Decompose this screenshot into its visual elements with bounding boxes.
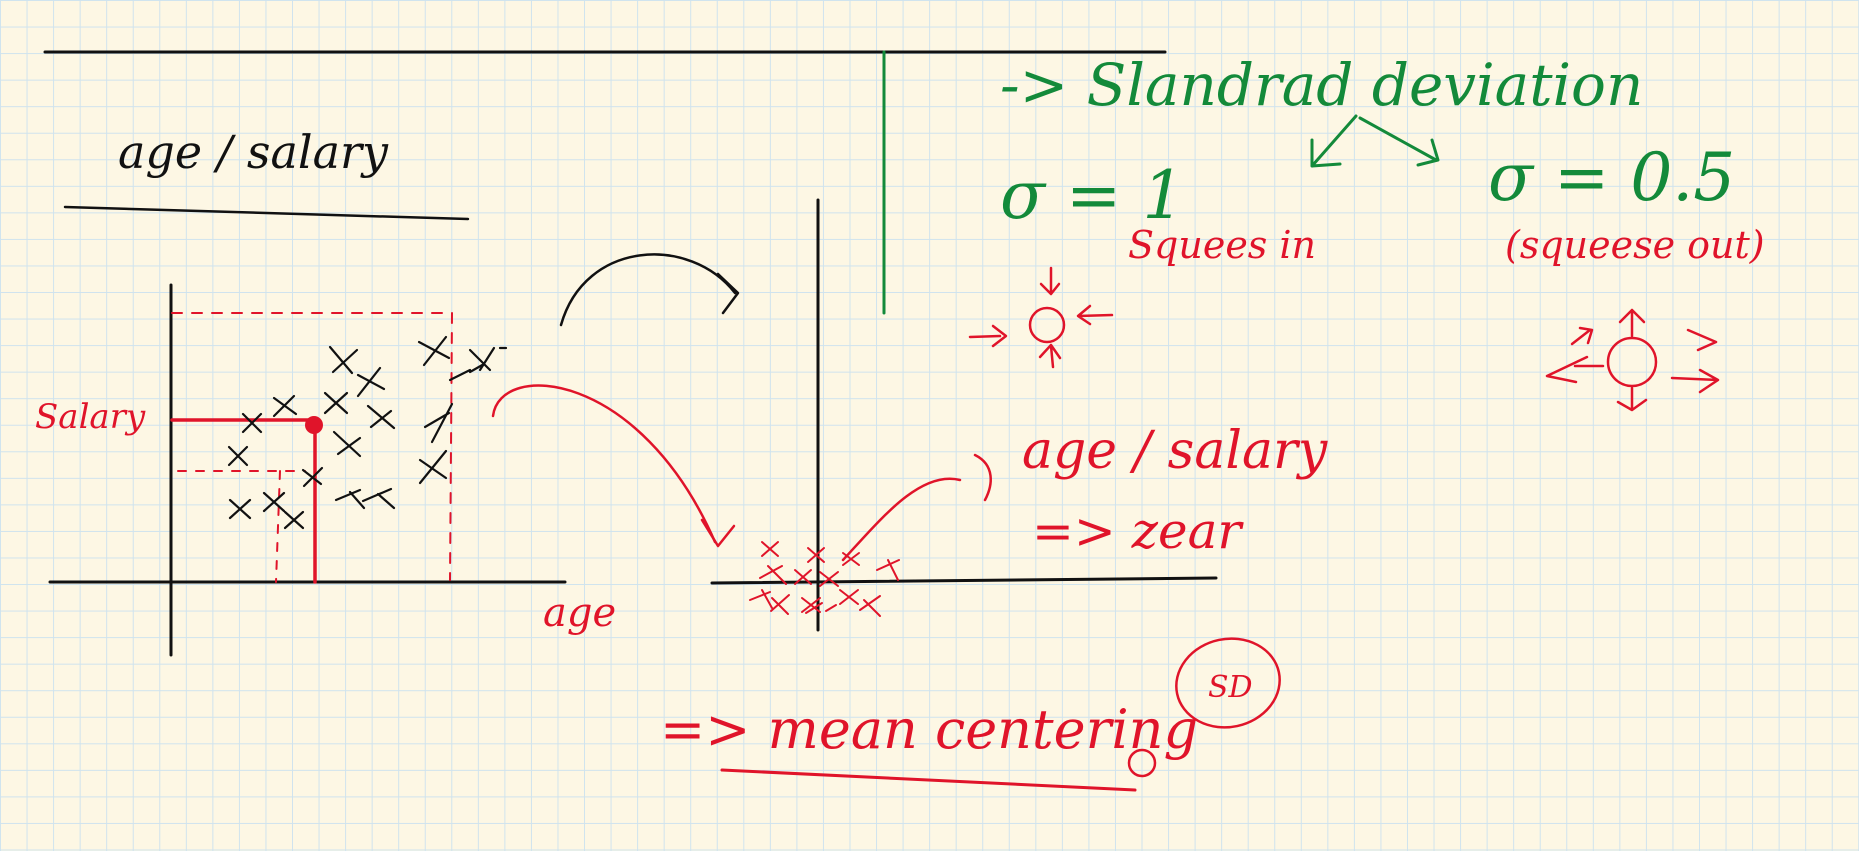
left-plot: Salary age	[35, 283, 616, 657]
data-crosses	[227, 335, 508, 530]
sd-label: SD	[1208, 670, 1253, 705]
circle-arrows-in-icon	[968, 266, 1114, 369]
squeeze-in-label: Squees in	[1128, 223, 1316, 267]
red-small-circle	[1127, 748, 1157, 778]
centered-crosses	[749, 541, 900, 617]
centered-x-axis	[710, 576, 1218, 585]
salary-axis-label: Salary	[35, 397, 146, 437]
red-curved-arrow-icon	[491, 384, 736, 548]
heading-underline	[63, 205, 470, 221]
centered-plot	[710, 198, 1218, 632]
circle-arrows-out-icon	[1545, 308, 1720, 412]
std-dev-title: -> Slandrad deviation	[1000, 51, 1643, 119]
curved-arrow-icon	[559, 253, 740, 327]
dashed-bound-top-right	[171, 312, 453, 581]
centered-age-salary-label: age / salary	[1022, 421, 1328, 481]
sigma-half: σ = 0.5	[1488, 139, 1735, 216]
sd-badge: SD	[1175, 637, 1281, 729]
sigma-one: σ = 1	[1000, 157, 1184, 234]
dashed-bound-bottom	[177, 470, 306, 583]
zero-arrow	[841, 477, 962, 562]
age-axis-label: age	[543, 590, 616, 636]
zero-arrow-head	[973, 453, 992, 502]
zear-label: => zear	[1032, 502, 1244, 560]
mean-centering-label: => mean centering	[660, 698, 1198, 761]
squeeze-out-label: (squeese out)	[1505, 223, 1765, 267]
branch-arrows-icon	[1310, 114, 1440, 168]
mean-point	[305, 416, 323, 434]
mean-centering-underline	[720, 768, 1137, 792]
mean-guides	[170, 418, 317, 584]
heading-age-salary: age / salary	[118, 125, 389, 179]
